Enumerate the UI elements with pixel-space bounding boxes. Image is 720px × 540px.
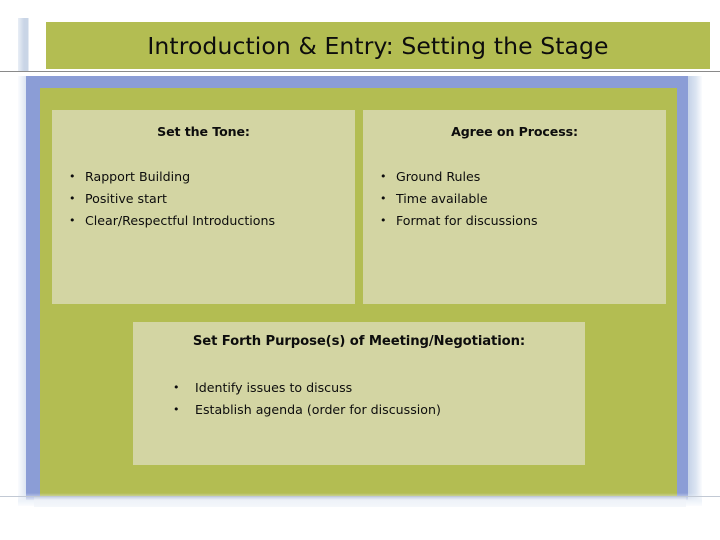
list-item-label: Format for discussions: [396, 213, 538, 228]
bullet-dot-icon: •: [173, 381, 180, 394]
list-item: • Ground Rules: [373, 166, 666, 188]
bullet-dot-icon: •: [380, 192, 387, 205]
panel-set-forth-purpose: Set Forth Purpose(s) of Meeting/Negotiat…: [133, 322, 585, 465]
bullet-list-set-forth-purpose: • Identify issues to discuss • Establish…: [133, 377, 585, 421]
list-item-label: Clear/Respectful Introductions: [85, 213, 276, 228]
slide-bottom-rule: [0, 496, 720, 497]
title-divider-rule: [0, 71, 720, 72]
bullet-list-set-the-tone: • Rapport Building • Positive start • Cl…: [52, 166, 355, 232]
panel-set-the-tone: Set the Tone: • Rapport Building • Posit…: [52, 110, 355, 304]
page-title: Introduction & Entry: Setting the Stage: [147, 31, 609, 60]
bullet-dot-icon: •: [380, 170, 387, 183]
panel-heading-agree-on-process: Agree on Process:: [451, 124, 578, 139]
title-banner-frame: Introduction & Entry: Setting the Stage: [18, 18, 710, 72]
list-item: • Format for discussions: [373, 210, 666, 232]
bullet-dot-icon: •: [173, 403, 180, 416]
bullet-list-agree-on-process: • Ground Rules • Time available • Format…: [363, 166, 666, 232]
title-banner: Introduction & Entry: Setting the Stage: [46, 22, 710, 69]
list-item-label: Time available: [396, 191, 488, 206]
list-item-label: Establish agenda (order for discussion): [195, 402, 441, 417]
bullet-dot-icon: •: [69, 192, 76, 205]
panel-heading-set-forth-purpose: Set Forth Purpose(s) of Meeting/Negotiat…: [192, 334, 526, 349]
list-item-label: Positive start: [85, 191, 167, 206]
list-item: • Clear/Respectful Introductions: [62, 210, 355, 232]
list-item-label: Rapport Building: [85, 169, 191, 184]
list-item: • Establish agenda (order for discussion…: [141, 399, 585, 421]
list-item-label: Identify issues to discuss: [195, 380, 353, 395]
bullet-dot-icon: •: [69, 214, 76, 227]
slide-bottom-shadow: [34, 497, 686, 507]
list-item-label: Ground Rules: [396, 169, 481, 184]
list-item: • Positive start: [62, 188, 355, 210]
bullet-dot-icon: •: [69, 170, 76, 183]
panel-heading-set-the-tone: Set the Tone:: [157, 124, 250, 139]
panel-agree-on-process: Agree on Process: • Ground Rules • Time …: [363, 110, 666, 304]
list-item: • Rapport Building: [62, 166, 355, 188]
list-item: • Identify issues to discuss: [141, 377, 585, 399]
list-item: • Time available: [373, 188, 666, 210]
bullet-dot-icon: •: [380, 214, 387, 227]
